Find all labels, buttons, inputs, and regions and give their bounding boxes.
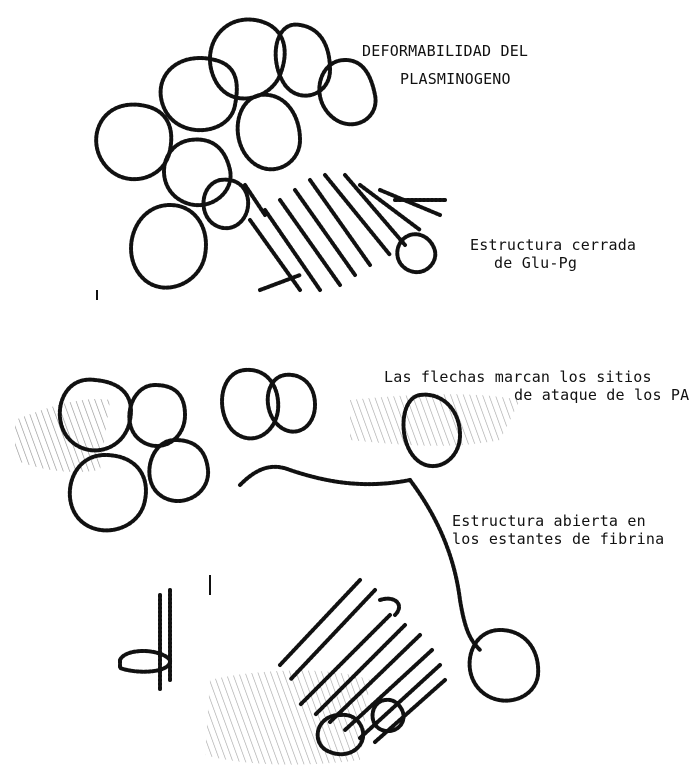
- protease-strand: [380, 599, 399, 615]
- kringle-loop: [319, 60, 375, 124]
- title-line-1: DEFORMABILIDAD DEL: [362, 42, 528, 60]
- linker-chain: [240, 467, 410, 485]
- kringle-loop: [120, 651, 170, 672]
- kringle-loop: [96, 105, 171, 180]
- kringle-loop: [470, 630, 539, 701]
- title-line-2: PLASMINOGENO: [400, 70, 511, 88]
- kringle-loop: [149, 440, 208, 501]
- kringle-loop: [129, 385, 185, 446]
- kringle-loop: [268, 375, 315, 432]
- arrows-note-line-2: de ataque de los PA: [514, 386, 689, 404]
- kringle-loop: [238, 95, 300, 170]
- open-structure-label-1: Estructura abierta en: [452, 512, 646, 530]
- protease-strand: [280, 580, 360, 665]
- protease-strand: [380, 190, 440, 215]
- arrows-note-line-1: Las flechas marcan los sitios: [384, 368, 652, 386]
- closed-structure-label-2: de Glu-Pg: [494, 254, 577, 272]
- closed-structure-drawing: [96, 20, 445, 290]
- kringle-loop: [210, 20, 285, 99]
- kringle-loop: [397, 234, 435, 272]
- protease-strand: [360, 185, 420, 230]
- kringle-loop: [70, 455, 146, 530]
- kringle-loop: [131, 205, 206, 288]
- open-structure-label-2: los estantes de fibrina: [452, 530, 664, 548]
- kringle-loop: [164, 140, 231, 206]
- kringle-loop: [373, 700, 404, 731]
- linker-chain: [410, 480, 480, 650]
- closed-structure-label-1: Estructura cerrada: [470, 236, 636, 254]
